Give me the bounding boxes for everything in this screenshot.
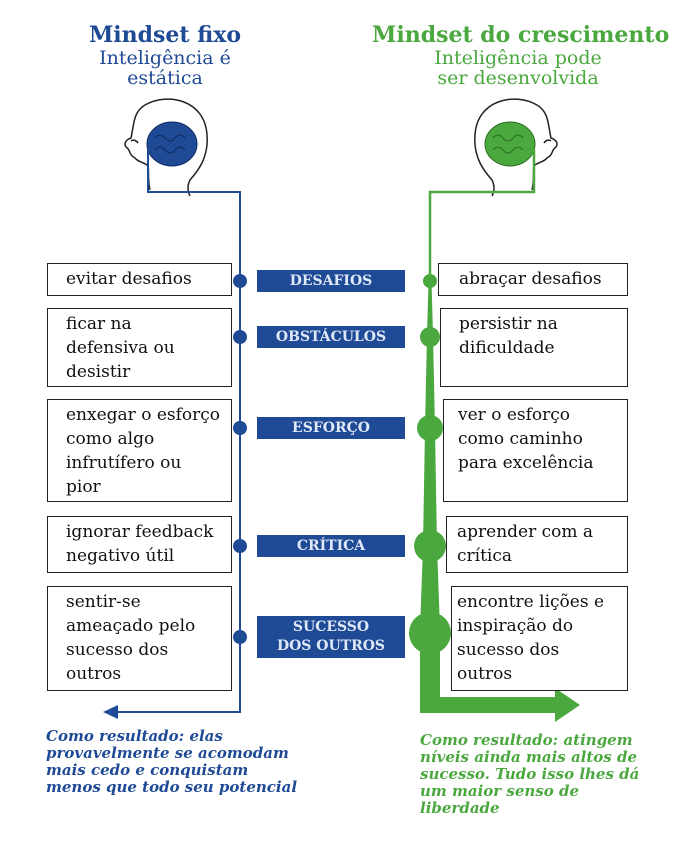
- fixed-box-critica: ignorar feedback negativo útil: [47, 516, 232, 573]
- growth-box-critica: aprender com a crítica: [446, 516, 628, 573]
- fixed-dot-sucesso: [233, 630, 247, 644]
- growth-mindset-subtitle: Inteligência pode ser desenvolvida: [434, 47, 602, 89]
- fixed-text-critica: ignorar feedback negativo útil: [66, 522, 214, 566]
- growth-dot-obstaculos: [420, 327, 440, 347]
- fixed-box-obstaculos: ficar na defensiva ou desistir: [47, 308, 232, 387]
- growth-box-esforco: ver o esforço como caminho para excelênc…: [443, 399, 628, 502]
- fixed-dot-obstaculos: [233, 330, 247, 344]
- fixed-dot-desafios: [233, 274, 247, 288]
- fixed-text-esforco: enxegar o esforço como algo infrutífero …: [66, 405, 221, 497]
- growth-result-text: Como resultado: atingem níveis ainda mai…: [420, 731, 640, 817]
- label-critica: CRÍTICA: [257, 535, 405, 557]
- fixed-head-icon: [124, 98, 208, 197]
- growth-text-desafios: abraçar desafios: [459, 269, 602, 289]
- fixed-arrow-icon: [103, 705, 118, 719]
- fixed-mindset-subtitle: Inteligência é estática: [99, 47, 231, 89]
- growth-text-obstaculos: persistir na dificuldade: [459, 314, 558, 358]
- growth-box-obstaculos: persistir na dificuldade: [440, 308, 628, 387]
- growth-dot-sucesso: [409, 612, 451, 654]
- growth-box-desafios: abraçar desafios: [438, 263, 628, 296]
- fixed-brain-icon: [146, 121, 198, 167]
- fixed-box-desafios: evitar desafios: [47, 263, 232, 296]
- fixed-text-obstaculos: ficar na defensiva ou desistir: [66, 314, 175, 382]
- fixed-dot-critica: [233, 539, 247, 553]
- fixed-box-sucesso: sentir-se ameaçado pelo sucesso dos outr…: [47, 586, 232, 691]
- growth-mindset-title: Mindset do crescimento: [372, 22, 670, 48]
- growth-text-esforco: ver o esforço como caminho para excelênc…: [458, 405, 594, 473]
- fixed-text-desafios: evitar desafios: [66, 269, 192, 289]
- label-esforco: ESFORÇO: [257, 417, 405, 439]
- fixed-path-line: [108, 150, 241, 713]
- growth-text-critica: aprender com a crítica: [457, 522, 594, 566]
- growth-head-icon: [474, 98, 558, 197]
- label-obstaculos: OBSTÁCULOS: [257, 326, 405, 348]
- growth-dot-esforco: [417, 415, 443, 441]
- growth-arrow-icon: [555, 688, 580, 722]
- growth-dot-desafios: [423, 274, 437, 288]
- label-desafios: DESAFIOS: [257, 270, 405, 292]
- fixed-result-text: Como resultado: elas provavelmente se ac…: [46, 727, 298, 796]
- growth-brain-icon: [484, 121, 536, 167]
- fixed-mindset-title: Mindset fixo: [88, 22, 242, 48]
- fixed-text-sucesso: sentir-se ameaçado pelo sucesso dos outr…: [66, 592, 196, 684]
- growth-text-sucesso: encontre lições e inspiração do sucesso …: [457, 592, 605, 684]
- fixed-box-esforco: enxegar o esforço como algo infrutífero …: [47, 399, 232, 502]
- label-sucesso: SUCESSO DOS OUTROS: [257, 616, 405, 658]
- growth-dot-critica: [414, 530, 446, 562]
- fixed-dot-esforco: [233, 421, 247, 435]
- growth-box-sucesso: encontre lições e inspiração do sucesso …: [451, 586, 628, 691]
- growth-path-line: [428, 150, 536, 280]
